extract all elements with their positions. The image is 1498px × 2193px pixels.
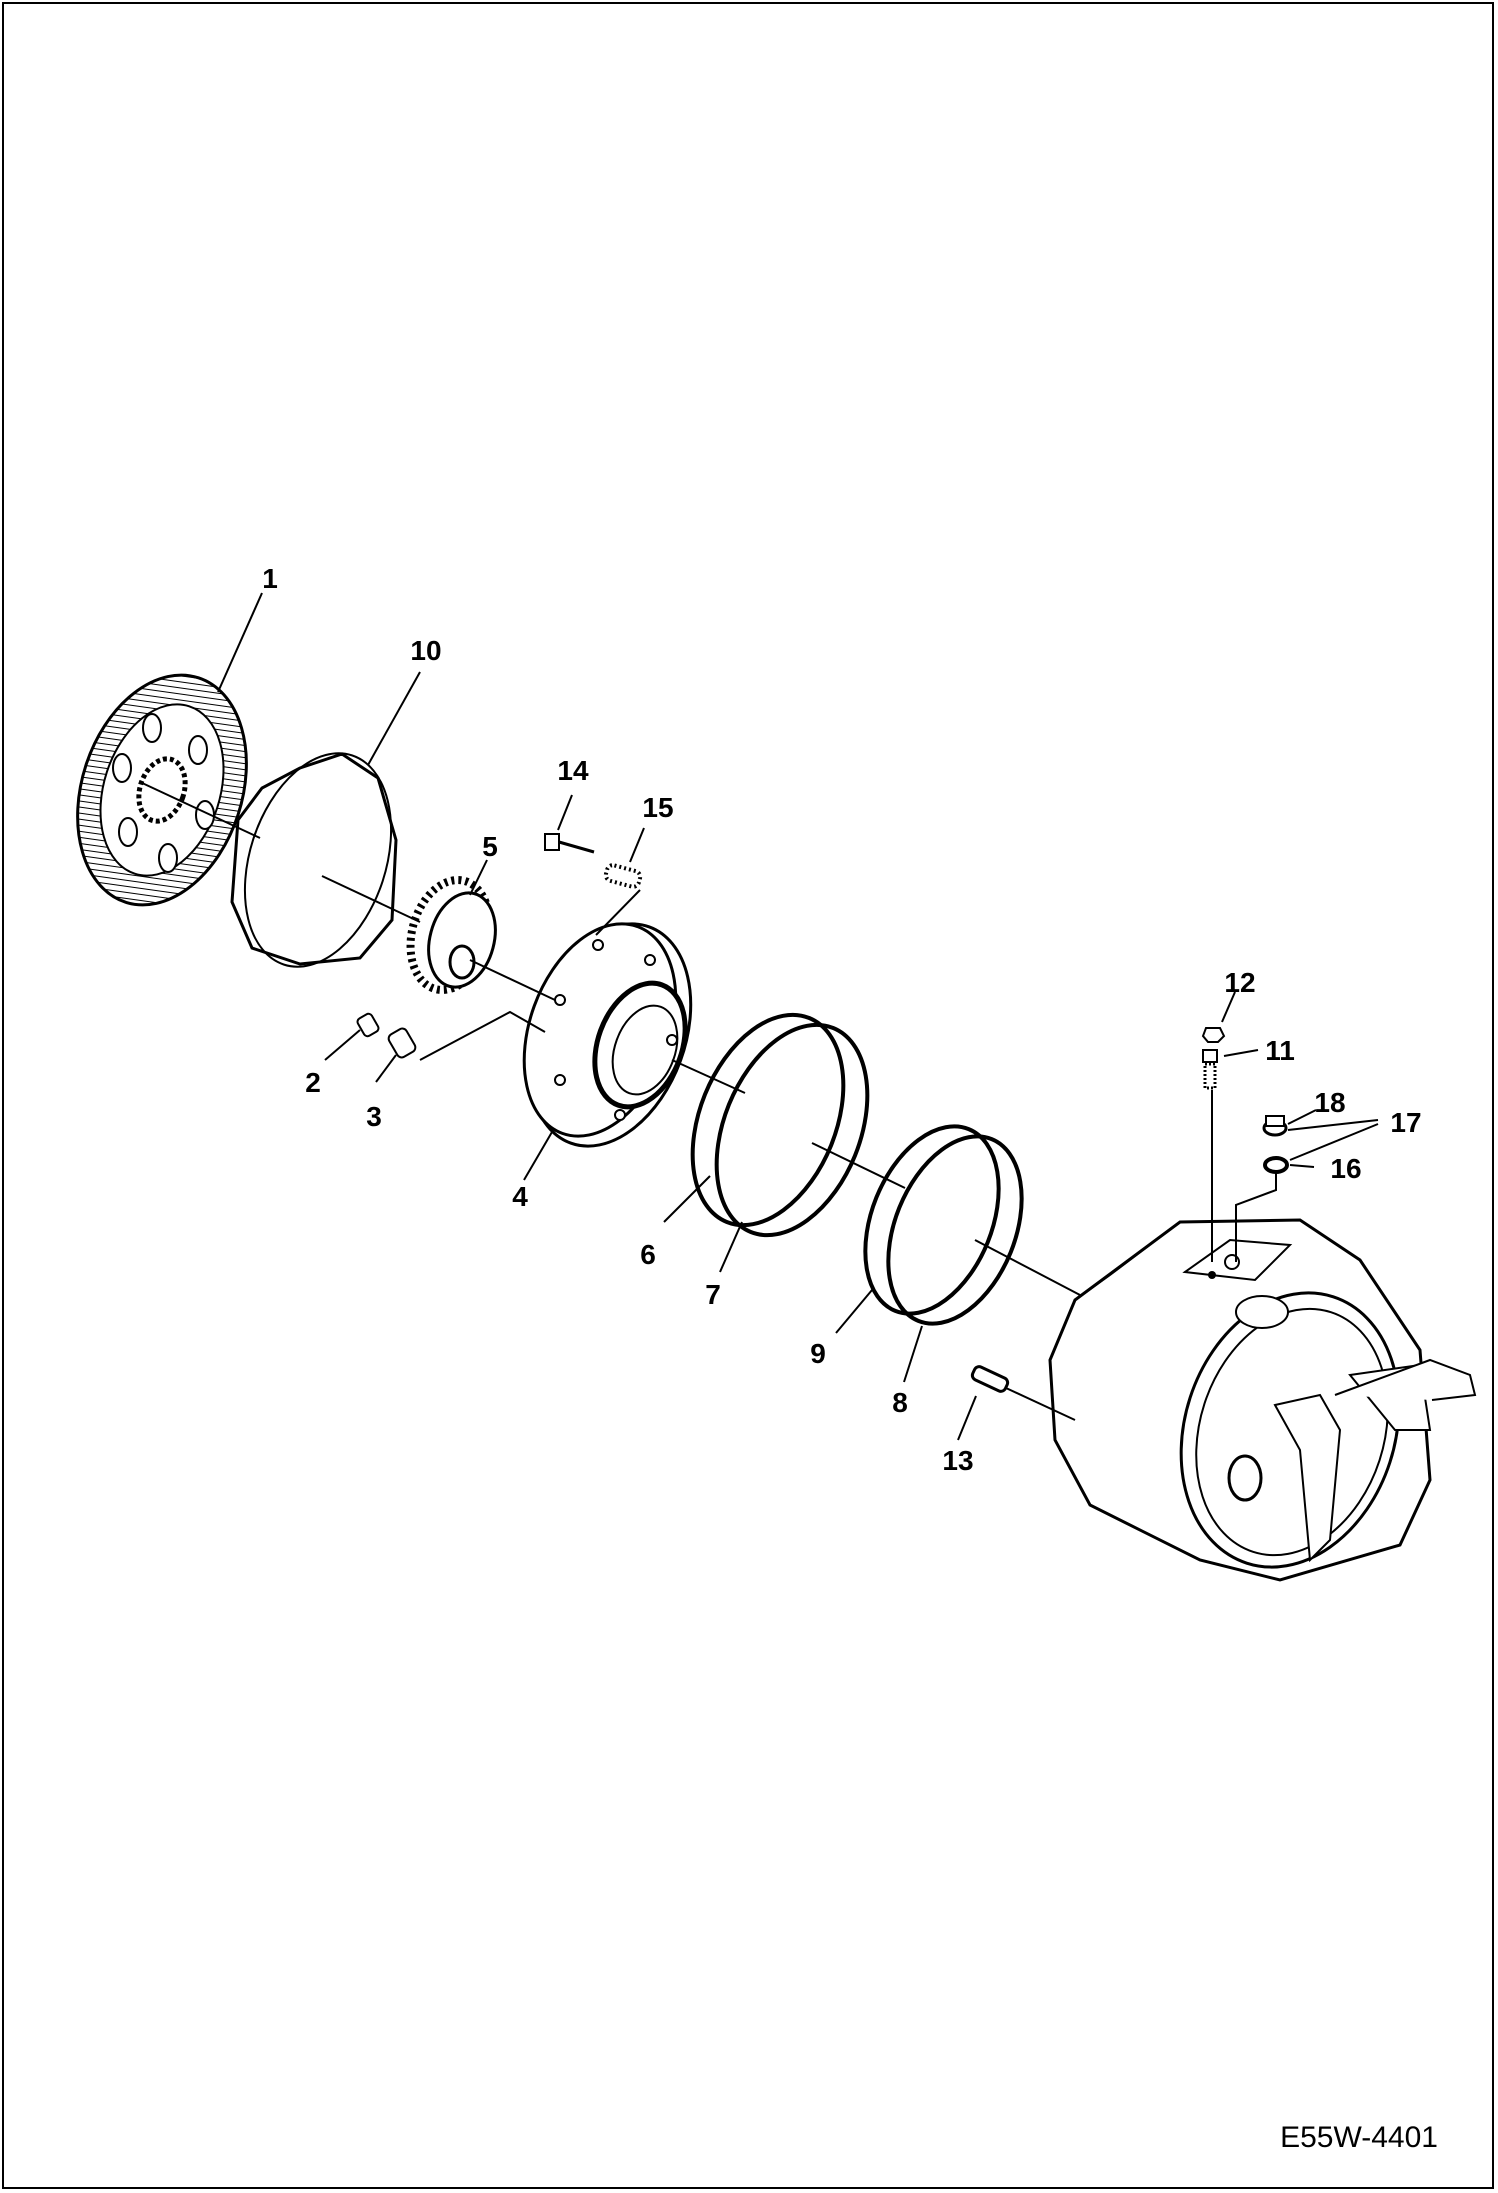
axle-housing bbox=[1048, 1218, 1477, 1582]
callout-6: 6 bbox=[640, 1239, 656, 1270]
callout-3: 3 bbox=[366, 1101, 382, 1132]
callout-15: 15 bbox=[642, 792, 673, 823]
part-3-bushing bbox=[387, 1027, 417, 1059]
callout-2: 2 bbox=[305, 1067, 321, 1098]
callout-1: 1 bbox=[262, 563, 278, 594]
callout-10: 10 bbox=[410, 635, 441, 666]
callout-14: 14 bbox=[557, 755, 589, 786]
callout-13: 13 bbox=[942, 1445, 973, 1476]
part-12-cap bbox=[1201, 1027, 1226, 1043]
part-2-bolt bbox=[356, 1012, 380, 1038]
part-15-spring bbox=[603, 863, 643, 889]
callout-17: 17 bbox=[1390, 1107, 1421, 1138]
document-code: E55W-4401 bbox=[1280, 2121, 1438, 2154]
part-6-o-ring bbox=[690, 1012, 846, 1228]
callout-8: 8 bbox=[892, 1387, 908, 1418]
part-1-friction-disc bbox=[76, 673, 248, 907]
assembly-lines bbox=[139, 781, 1277, 1421]
part-9-o-ring bbox=[863, 1124, 1001, 1316]
part-10-steel-plate bbox=[230, 752, 398, 968]
part-7-o-ring bbox=[714, 1022, 870, 1238]
part-13-stud bbox=[970, 1365, 1010, 1393]
callout-5: 5 bbox=[482, 831, 498, 862]
callout-18: 18 bbox=[1314, 1087, 1345, 1118]
callout-7: 7 bbox=[705, 1279, 721, 1310]
part-4-carrier-housing bbox=[522, 922, 693, 1148]
part-18-plug bbox=[1262, 1115, 1288, 1137]
part-14-bolt bbox=[544, 833, 595, 854]
part-5-planet-gear bbox=[406, 876, 497, 994]
callout-4: 4 bbox=[512, 1181, 528, 1212]
part-8-o-ring bbox=[886, 1134, 1024, 1326]
leader-lines bbox=[217, 592, 1379, 1441]
callout-9: 9 bbox=[810, 1338, 826, 1369]
part-16-washer bbox=[1263, 1156, 1289, 1174]
callout-16: 16 bbox=[1330, 1153, 1361, 1184]
callout-labels: 1 2 3 4 5 6 7 8 9 10 11 12 13 14 15 16 1… bbox=[262, 563, 1421, 1476]
callout-11: 11 bbox=[1265, 1035, 1295, 1066]
callout-12: 12 bbox=[1224, 967, 1255, 998]
part-11-bleed-nipple bbox=[1202, 1049, 1218, 1090]
